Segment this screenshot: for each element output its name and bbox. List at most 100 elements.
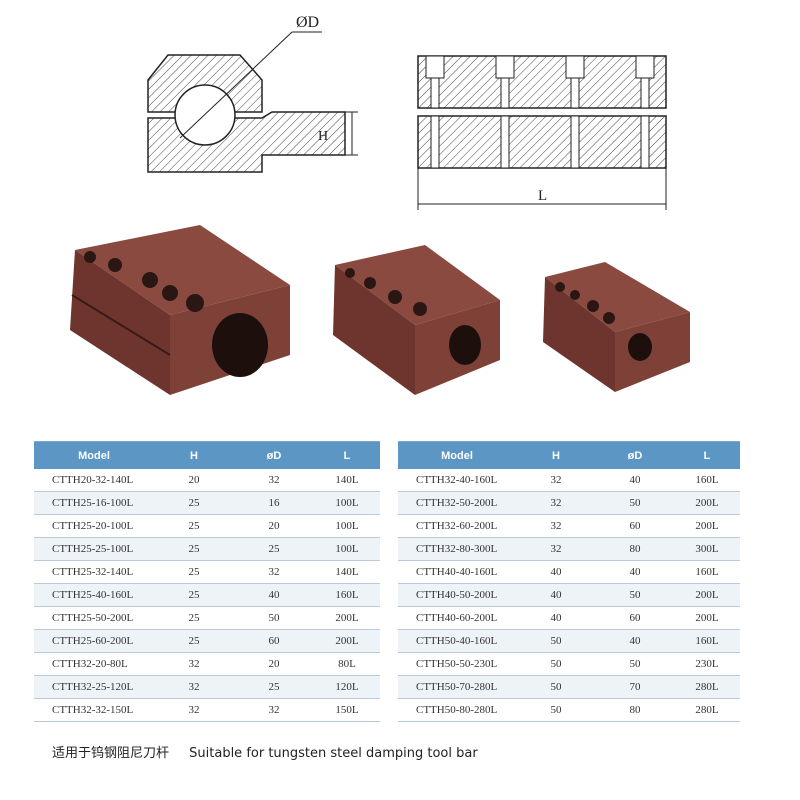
length-label: L [538, 188, 547, 204]
cell-diameter: 50 [596, 652, 674, 676]
cell-diameter: 40 [596, 560, 674, 584]
cell-model: CTTH20-32-140L [34, 469, 154, 492]
header-h: H [154, 441, 234, 469]
cell-diameter: 50 [234, 606, 314, 630]
cell-h: 32 [516, 537, 596, 561]
cell-h: 25 [154, 629, 234, 653]
cell-model: CTTH50-40-160L [398, 629, 516, 653]
cell-model: CTTH25-32-140L [34, 560, 154, 584]
cell-length: 200L [674, 491, 740, 515]
cell-model: CTTH25-25-100L [34, 537, 154, 561]
cell-h: 25 [154, 560, 234, 584]
cell-model: CTTH32-60-200L [398, 514, 516, 538]
cell-length: 160L [674, 469, 740, 492]
header-length: L [674, 441, 740, 469]
product-photo-medium [333, 245, 500, 395]
cell-h: 25 [154, 537, 234, 561]
cell-length: 160L [314, 583, 380, 607]
caption: 适用于钨钢阻尼刀杆 Suitable for tungsten steel da… [52, 742, 478, 761]
cell-length: 120L [314, 675, 380, 699]
cell-model: CTTH32-32-150L [34, 698, 154, 722]
cell-h: 40 [516, 606, 596, 630]
cell-length: 230L [674, 652, 740, 676]
header-model: Model [398, 441, 516, 469]
cell-length: 160L [674, 560, 740, 584]
cell-length: 300L [674, 537, 740, 561]
cell-diameter: 40 [596, 469, 674, 492]
cell-diameter: 32 [234, 560, 314, 584]
cell-length: 80L [314, 652, 380, 676]
cell-h: 40 [516, 583, 596, 607]
cell-h: 50 [516, 675, 596, 699]
cell-h: 50 [516, 652, 596, 676]
cell-length: 200L [314, 606, 380, 630]
cell-diameter: 20 [234, 514, 314, 538]
cell-model: CTTH25-20-100L [34, 514, 154, 538]
cell-h: 50 [516, 629, 596, 653]
cell-h: 25 [154, 514, 234, 538]
cell-model: CTTH40-50-200L [398, 583, 516, 607]
cell-length: 280L [674, 675, 740, 699]
product-photo-small [543, 262, 690, 392]
cell-model: CTTH50-70-280L [398, 675, 516, 699]
cell-model: CTTH50-50-230L [398, 652, 516, 676]
cell-length: 140L [314, 469, 380, 492]
cell-h: 25 [154, 491, 234, 515]
cell-h: 20 [154, 469, 234, 492]
header-model: Model [34, 441, 154, 469]
cell-diameter: 40 [596, 629, 674, 653]
cell-diameter: 25 [234, 675, 314, 699]
cell-length: 200L [674, 514, 740, 538]
cell-length: 200L [674, 583, 740, 607]
cell-diameter: 80 [596, 537, 674, 561]
cell-model: CTTH32-40-160L [398, 469, 516, 492]
diameter-label: ØD [296, 14, 319, 31]
cell-diameter: 40 [234, 583, 314, 607]
cell-h: 32 [516, 469, 596, 492]
caption-english: Suitable for tungsten steel damping tool… [189, 746, 478, 761]
cell-model: CTTH32-80-300L [398, 537, 516, 561]
height-label: H [318, 129, 328, 144]
cell-model: CTTH32-25-120L [34, 675, 154, 699]
cell-diameter: 16 [234, 491, 314, 515]
caption-chinese: 适用于钨钢阻尼刀杆 [52, 746, 170, 761]
cell-length: 280L [674, 698, 740, 722]
cell-diameter: 60 [234, 629, 314, 653]
cell-diameter: 60 [596, 606, 674, 630]
header-diameter: øD [234, 441, 314, 469]
cell-length: 160L [674, 629, 740, 653]
cell-h: 32 [154, 675, 234, 699]
cell-diameter: 80 [596, 698, 674, 722]
header-length: L [314, 441, 380, 469]
cell-length: 100L [314, 514, 380, 538]
header-h: H [516, 441, 596, 469]
cell-diameter: 50 [596, 583, 674, 607]
cell-model: CTTH32-50-200L [398, 491, 516, 515]
cell-length: 200L [314, 629, 380, 653]
cell-model: CTTH32-20-80L [34, 652, 154, 676]
cell-model: CTTH25-40-160L [34, 583, 154, 607]
cell-h: 32 [516, 514, 596, 538]
cell-diameter: 25 [234, 537, 314, 561]
cell-model: CTTH25-50-200L [34, 606, 154, 630]
cell-diameter: 20 [234, 652, 314, 676]
